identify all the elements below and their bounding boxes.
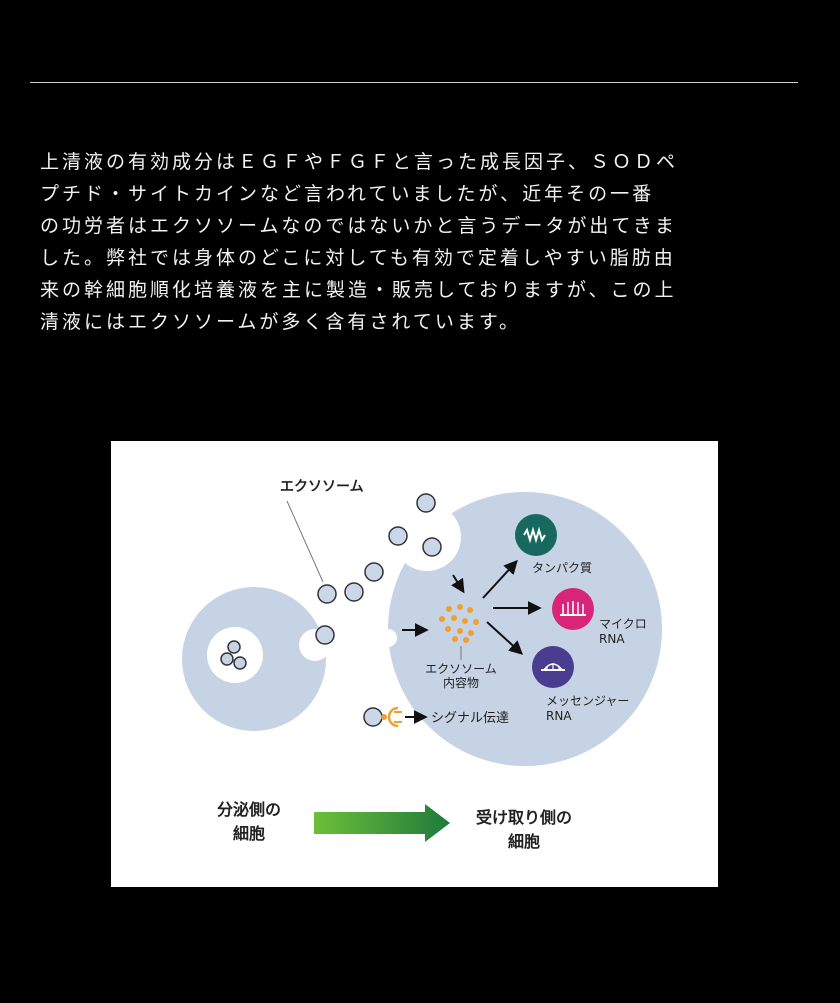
protein-arrow	[482, 559, 518, 599]
receiving-cell-label: 細胞	[508, 832, 540, 851]
exosome-diagram: エクソソーム エクソソーム 内容物 タンパク質	[111, 441, 718, 887]
exosome-pointer-line	[286, 500, 324, 583]
exosome-vesicles	[315, 493, 442, 645]
protein-icon	[515, 514, 557, 556]
microrna-icon	[552, 588, 594, 630]
exosome-label: エクソソーム	[280, 479, 364, 495]
intro-line: 清液にはエクソソームが多く含有されています。	[40, 311, 521, 333]
contents-label: エクソソーム	[425, 662, 497, 676]
secreting-cell	[182, 587, 331, 731]
intro-line: した。弊社では身体のどこに対しても有効で定着しやすい脂肪由	[40, 247, 676, 269]
intro-line: 上清液の有効成分はＥＧＦやＦＧＦと言った成長因子、ＳＯＤペ	[40, 151, 679, 173]
intro-line: プチド・サイトカインなど言われていましたが、近年その一番	[40, 183, 655, 205]
receiving-cell	[379, 492, 662, 766]
mrna-label: RNA	[546, 709, 572, 723]
mrna-arrow	[486, 621, 524, 655]
intro-line: の功労者はエクソソームなのではないかと言うデータが出てきま	[40, 215, 677, 237]
divider-line	[30, 82, 798, 83]
secreting-cell-label: 分泌側の	[217, 800, 281, 819]
contents-label: 内容物	[443, 675, 479, 690]
exosome-contents-dots	[439, 604, 479, 643]
mrna-label: メッセンジャー	[546, 694, 629, 708]
protein-label: タンパク質	[532, 560, 592, 575]
exosome-diagram-svg: エクソソーム エクソソーム 内容物 タンパク質	[182, 479, 662, 851]
signal-receptor-icon	[363, 706, 402, 728]
signal-label: シグナル伝達	[431, 711, 509, 726]
microrna-label: マイクロ	[599, 617, 647, 631]
secreting-cell-label: 細胞	[233, 824, 265, 843]
intro-paragraph: 上清液の有効成分はＥＧＦやＦＧＦと言った成長因子、ＳＯＤペ プチド・サイトカイン…	[40, 146, 800, 338]
mrna-icon	[532, 646, 574, 688]
direction-arrow	[314, 804, 450, 842]
uptake-arrow	[451, 574, 465, 594]
receiving-cell-label: 受け取り側の	[476, 808, 572, 827]
microrna-label: RNA	[599, 632, 625, 646]
intro-line: 来の幹細胞順化培養液を主に製造・販売しておりますが、この上	[40, 279, 677, 301]
